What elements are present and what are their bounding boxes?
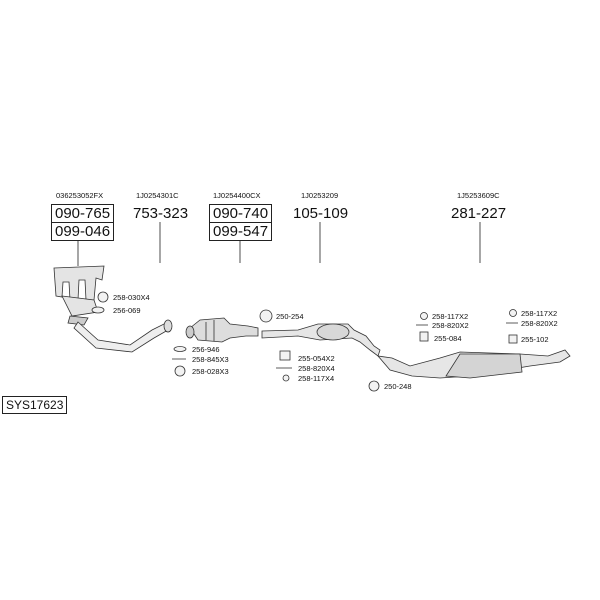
fitting-label[interactable]: 258-820X4 — [298, 364, 335, 373]
washer-icon — [282, 374, 290, 382]
rubber-mount-icon — [508, 334, 518, 344]
part-number[interactable]: 105-109 — [293, 205, 349, 222]
oem-number: 036253052FX — [56, 191, 104, 200]
fitting-label[interactable]: 258-117X4 — [298, 374, 335, 383]
rubber-mount-icon — [419, 331, 429, 342]
middle-silencer — [261, 323, 381, 357]
exhaust-manifold — [53, 265, 105, 326]
diagram-code: SYS17623 — [2, 396, 68, 414]
fitting-label[interactable]: 258-820X2 — [521, 319, 558, 328]
gasket-icon — [91, 306, 105, 314]
part-number[interactable]: 753-323 — [133, 205, 189, 222]
front-pipe — [73, 319, 173, 353]
gasket-icon — [173, 346, 187, 352]
nut-icon — [174, 365, 186, 377]
fitting-label[interactable]: 255-054X2 — [298, 354, 335, 363]
washer-icon — [420, 312, 428, 320]
part-number[interactable]: 099-046 — [51, 222, 115, 241]
oem-number: 1J0254301C — [136, 191, 179, 200]
fitting-label[interactable]: 255-102 — [521, 335, 549, 344]
oem-number: 1J5253609C — [457, 191, 500, 200]
part-number[interactable]: 099-547 — [209, 222, 273, 241]
fitting-label[interactable]: 250-254 — [276, 312, 304, 321]
washer-icon — [509, 309, 517, 317]
fitting-label[interactable]: 256-069 — [113, 306, 141, 315]
rear-silencer — [377, 349, 571, 379]
fitting-label[interactable]: 258-030X4 — [113, 293, 150, 302]
catalytic-converter — [185, 317, 259, 343]
fitting-label[interactable]: 258-117X2 — [432, 312, 469, 321]
fitting-label[interactable]: 256-946 — [192, 345, 220, 354]
fitting-label[interactable]: 258-028X3 — [192, 367, 229, 376]
clamp-icon — [368, 380, 380, 392]
nut-icon — [97, 291, 109, 303]
fitting-label[interactable]: 255-084 — [434, 334, 462, 343]
fitting-label[interactable]: 258-845X3 — [192, 355, 229, 364]
part-number[interactable]: 090-740 — [209, 204, 273, 223]
oem-number: 1J0253209 — [301, 191, 339, 200]
rubber-mount-icon — [279, 350, 291, 361]
part-number[interactable]: 090-765 — [51, 204, 115, 223]
oem-number: 1J0254400CX — [213, 191, 261, 200]
fitting-label[interactable]: 258-117X2 — [521, 309, 558, 318]
fitting-label[interactable]: 258-820X2 — [432, 321, 469, 330]
fitting-label[interactable]: 250-248 — [384, 382, 412, 391]
clamp-icon — [259, 309, 273, 323]
part-number[interactable]: 281-227 — [451, 205, 507, 222]
